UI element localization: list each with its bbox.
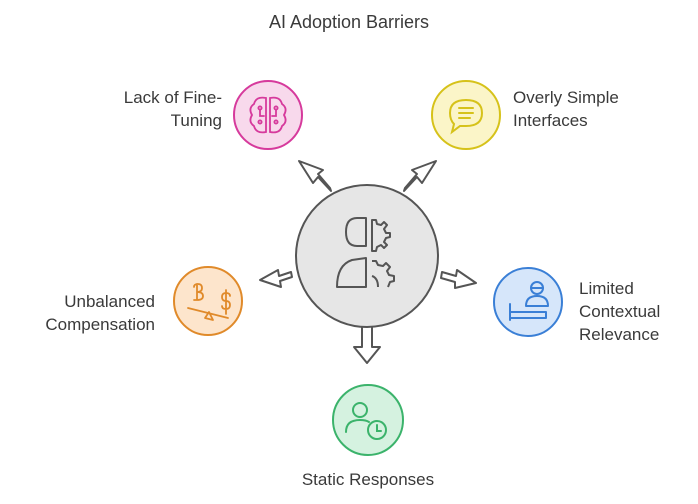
center-hub — [295, 184, 439, 328]
compensation-node — [173, 266, 243, 336]
interfaces-label-line2: Interfaces — [513, 111, 588, 130]
contextual-label-line3: Relevance — [579, 325, 660, 344]
contextual-label-line1: Limited — [579, 279, 634, 298]
fine-tuning-label-line2: Tuning — [170, 111, 222, 130]
arrow-to-static — [353, 321, 381, 364]
contextual-label: Limited Contextual Relevance — [579, 277, 694, 346]
head-gears-icon — [336, 217, 395, 288]
arrow-to-compensation — [259, 269, 293, 288]
contextual-node — [493, 267, 563, 337]
brain-circuit-icon — [249, 96, 287, 134]
arrow-to-interfaces — [403, 160, 437, 192]
patient-bed-icon — [509, 281, 549, 321]
fine-tuning-node — [233, 80, 303, 150]
arrow-to-fine-tuning — [298, 160, 332, 192]
static-label: Static Responses — [301, 470, 435, 489]
interfaces-label-line1: Overly Simple — [513, 88, 619, 107]
diagram-title: AI Adoption Barriers — [268, 12, 430, 32]
static-node — [332, 384, 404, 456]
arrow-to-contextual — [440, 269, 477, 289]
contextual-label-line2: Contextual — [579, 302, 661, 321]
compensation-label: Unbalanced Compensation — [10, 290, 155, 336]
fine-tuning-label-line1: Lack of Fine- — [123, 88, 222, 107]
fine-tuning-label: Lack of Fine- Tuning — [70, 86, 222, 132]
interfaces-label: Overly Simple Interfaces — [513, 86, 683, 132]
speech-bubble-icon — [448, 98, 484, 135]
user-clock-icon — [345, 402, 387, 440]
compensation-label-line2: Compensation — [45, 315, 155, 334]
compensation-label-line1: Unbalanced — [64, 292, 155, 311]
unbalanced-scale-icon — [187, 283, 231, 321]
interfaces-node — [431, 80, 501, 150]
